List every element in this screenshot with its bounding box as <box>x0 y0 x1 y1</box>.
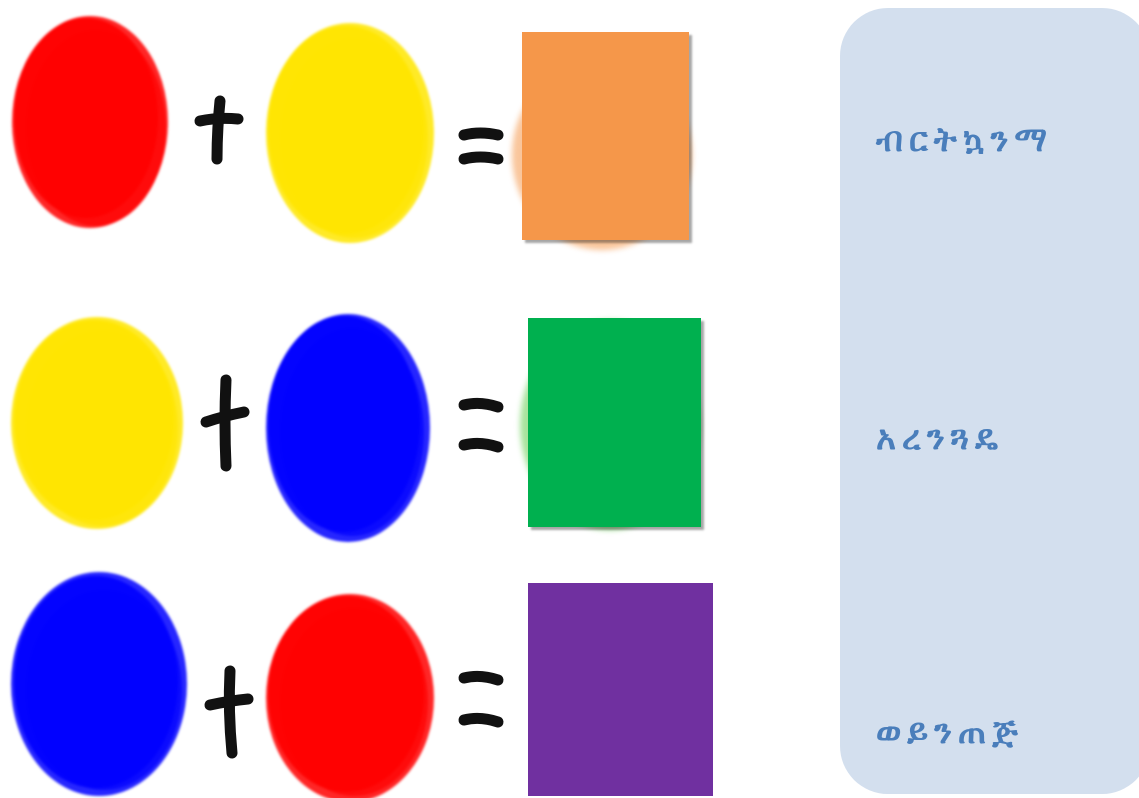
blue-paint-blob <box>262 310 434 546</box>
purple-label: ወይንጠጅ <box>876 712 1024 752</box>
green-label: አረንጓዴ <box>876 418 1004 458</box>
red-paint-blob <box>8 10 173 235</box>
purple-result-square <box>528 583 713 796</box>
yellow-paint-blob <box>8 312 186 534</box>
orange-result-square <box>522 32 689 240</box>
label-panel <box>840 8 1139 794</box>
green-result-square <box>528 318 701 527</box>
orange-label: ብርትኳንማ <box>876 120 1054 160</box>
equals-icon <box>458 395 504 459</box>
equals-icon <box>458 125 504 175</box>
plus-icon <box>204 665 254 760</box>
blue-paint-blob <box>8 572 190 796</box>
plus-icon <box>200 372 250 472</box>
plus-icon <box>194 95 244 165</box>
red-paint-blob <box>262 588 437 798</box>
equals-icon <box>458 668 504 732</box>
yellow-paint-blob <box>262 18 437 248</box>
